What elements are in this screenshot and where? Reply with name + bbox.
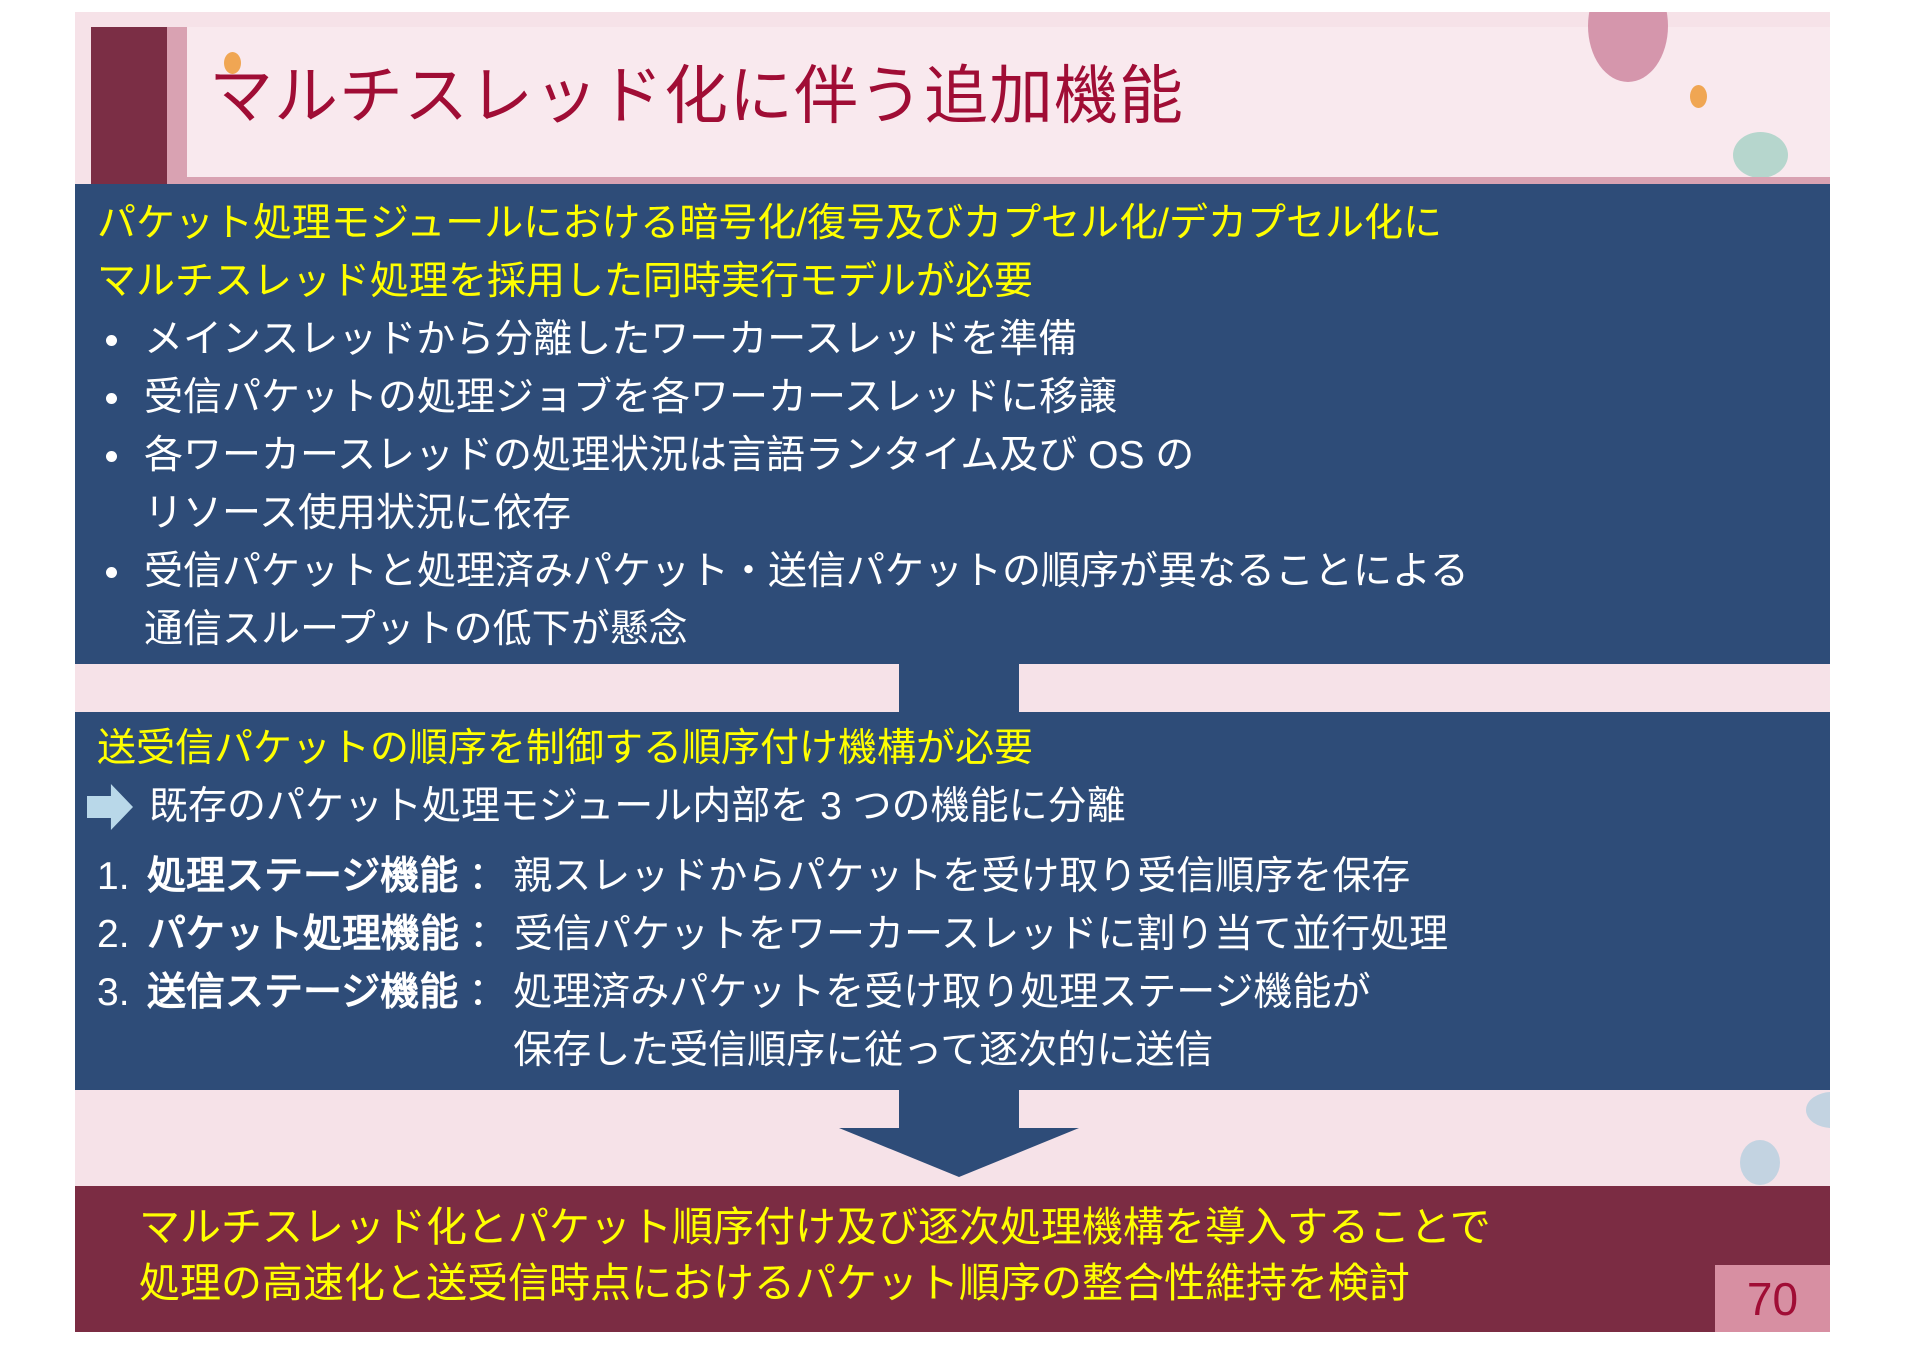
page-title: マルチスレッド化に伴う追加機能 [209,60,1184,132]
bullet-text: 通信スループットの低下が懸念 [144,608,688,651]
problem-box: パケット処理モジュールにおける暗号化/復号及びカプセル化/デカプセル化に マルチ… [75,184,1830,664]
title-orange-dot-icon [224,52,241,74]
bullet-text: 受信パケットと処理済みパケット・送信パケットの順序が異なることによる [144,550,1469,593]
conclusion-box: マルチスレッド化とパケット順序付け及び逐次処理機構を導入することで 処理の高速化… [75,1186,1830,1332]
item-number: 3. [97,971,130,1014]
branch-note: 既存のパケット処理モジュール内部を 3 つの機能に分離 [149,785,1126,828]
right-arrow-icon [87,784,133,830]
item-colon: ： [468,855,508,898]
item-desc: 親スレッドからパケットを受け取り受信順序を保存 [513,855,1411,898]
bullet-icon [97,427,144,543]
header-band [187,27,1830,177]
bullet-text: 各ワーカースレッドの処理状況は言語ランタイム及び OS の [144,434,1195,477]
problem-intro-line-2: マルチスレッド処理を採用した同時実行モデルが必要 [97,260,1034,303]
down-arrow-head-icon [839,1128,1079,1177]
decor-blue-ellipse [1806,1092,1830,1128]
list-item: 1. 処理ステージ機能 ： 親スレッドからパケットを受け取り受信順序を保存 [97,848,1814,906]
header-underline [167,177,1830,184]
item-colon: ： [469,913,509,956]
item-desc: 処理済みパケットを受け取り処理ステージ機能が [513,971,1371,1014]
bullet-text: 受信パケットの処理ジョブを各ワーカースレッドに移譲 [144,376,1118,419]
list-item: 2. パケット処理機能 ： 受信パケットをワーカースレッドに割り当て並行処理 [97,906,1814,964]
item-term: 送信ステージ機能 [147,971,459,1014]
down-arrow-stem [899,1088,1019,1129]
connector-down-arrow-stem [899,662,1019,714]
branch-row: 既存のパケット処理モジュール内部を 3 つの機能に分離 [87,778,1814,836]
slide: マルチスレッド化に伴う追加機能 パケット処理モジュールにおける暗号化/復号及びカ… [75,12,1830,1332]
decor-orange-dot [1690,85,1707,108]
item-number: 2. [97,913,130,956]
conclusion-line-2: 処理の高速化と送受信時点におけるパケット順序の整合性維持を検討 [139,1260,1410,1306]
conclusion-line-1: マルチスレッド化とパケット順序付け及び逐次処理機構を導入することで [139,1204,1491,1250]
list-item: 3. 送信ステージ機能 ： 処理済みパケットを受け取り処理ステージ機能が 保存し… [97,964,1814,1080]
bullet-icon [97,311,144,369]
item-desc: 保存した受信順序に従って逐次的に送信 [513,1029,1214,1072]
list-item: 受信パケットと処理済みパケット・送信パケットの順序が異なることによる 通信スルー… [97,543,1814,659]
header-pink-stripe [167,27,187,177]
function-list: 1. 処理ステージ機能 ： 親スレッドからパケットを受け取り受信順序を保存 2.… [97,848,1814,1080]
bullet-icon [97,369,144,427]
page-number-badge: 70 [1715,1265,1830,1332]
decor-teal-ellipse [1733,132,1788,178]
item-desc: 受信パケットをワーカースレッドに割り当て並行処理 [514,913,1449,956]
bullet-text: メインスレッドから分離したワーカースレッドを準備 [144,318,1078,361]
header-maroon-block [91,27,167,184]
bullet-text: リソース使用状況に依存 [144,492,572,535]
item-term: 処理ステージ機能 [147,855,459,898]
list-item: 受信パケットの処理ジョブを各ワーカースレッドに移譲 [97,369,1814,427]
decor-blue-ellipse [1740,1140,1780,1185]
page-number: 70 [1746,1272,1799,1325]
solution-box: 送受信パケットの順序を制御する順序付け機構が必要 既存のパケット処理モジュール内… [75,712,1830,1090]
item-colon: ： [468,971,508,1014]
solution-heading: 送受信パケットの順序を制御する順序付け機構が必要 [97,727,1034,770]
list-item: 各ワーカースレッドの処理状況は言語ランタイム及び OS の リソース使用状況に依… [97,427,1814,543]
list-item: メインスレッドから分離したワーカースレッドを準備 [97,311,1814,369]
problem-intro-line-1: パケット処理モジュールにおける暗号化/復号及びカプセル化/デカプセル化に [97,202,1442,245]
bullet-icon [97,543,144,659]
item-term: パケット処理機能 [147,913,460,956]
item-number: 1. [97,855,130,898]
